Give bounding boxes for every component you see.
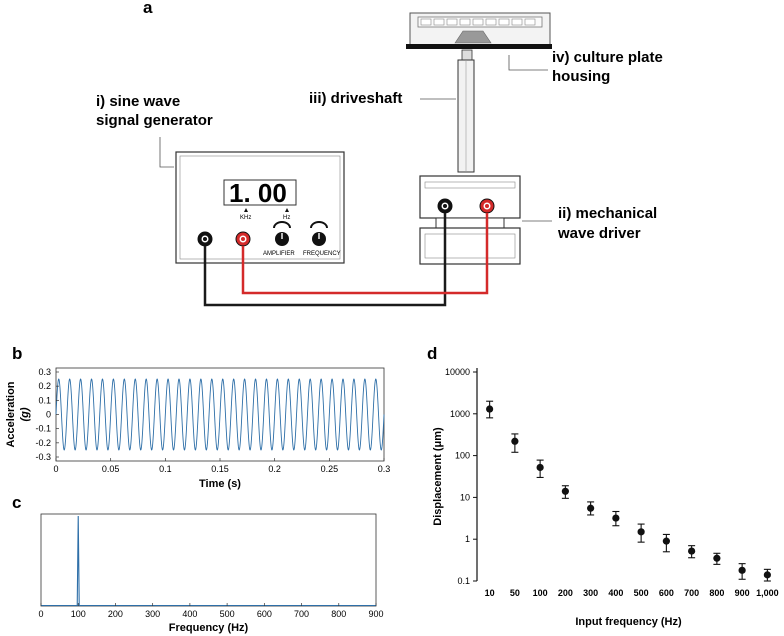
frequency-label: FREQUENCY (303, 251, 341, 257)
x-tick-label-d: 10 (485, 588, 495, 598)
panel-label-d: d (427, 344, 437, 363)
housing-label-line2: housing (552, 68, 610, 85)
x-tick-label-c: 900 (368, 609, 383, 619)
x-tick-label-b: 0 (53, 464, 58, 474)
x-tick-label-c: 800 (331, 609, 346, 619)
x-tick-label-b: 0.05 (102, 464, 120, 474)
data-point (587, 504, 595, 512)
data-point (486, 405, 494, 413)
housing-label-line1: iv) culture plate (552, 49, 663, 66)
panel-label-a: a (143, 0, 153, 17)
data-point (763, 571, 771, 579)
y-axis-label-b-line2: (g) (19, 407, 31, 421)
x-tick-label-d: 500 (634, 588, 649, 598)
acceleration-series-line (55, 378, 385, 451)
unit-khz-label: KHz (240, 215, 251, 221)
driver-red-terminal-icon (479, 198, 495, 214)
driver-black-terminal-icon (437, 198, 453, 214)
black-wire (203, 213, 447, 307)
x-tick-label-c: 300 (145, 609, 160, 619)
x-tick-label-c: 600 (257, 609, 272, 619)
y-tick-label-b: 0.1 (38, 395, 51, 405)
generator-black-terminal-icon (197, 231, 213, 247)
y-tick-label-b: -0.1 (35, 424, 51, 434)
y-tick-label-d: 1000 (450, 409, 470, 419)
x-axis-label-d: Input frequency (Hz) (575, 616, 682, 628)
x-tick-label-b: 0.3 (378, 464, 391, 474)
panel-label-c: c (12, 493, 21, 512)
y-tick-label-d: 100 (455, 451, 470, 461)
x-tick-label-c: 700 (294, 609, 309, 619)
mechanical-wave-driver (419, 175, 521, 265)
frequency-display: 1. 00 (229, 178, 287, 208)
driveshaft (457, 49, 475, 173)
y-tick-label-b: 0 (46, 410, 51, 420)
y-tick-label-b: 0.3 (38, 367, 51, 377)
spectrum-peak (76, 515, 80, 607)
chart-d-displacement: 10000 1000 100 10 1 0.1 10 50 100 200 300 400 500 600… (432, 367, 779, 628)
data-point (612, 514, 620, 522)
x-tick-label-c: 200 (108, 609, 123, 619)
hz-marker-icon (285, 208, 289, 212)
y-tick-label-d: 0.1 (457, 576, 470, 586)
data-point (561, 487, 569, 495)
x-tick-label-b: 0.15 (211, 464, 229, 474)
data-point (511, 437, 519, 445)
x-tick-label-d: 600 (659, 588, 674, 598)
data-point (536, 463, 544, 472)
data-point (738, 566, 746, 574)
data-point (637, 528, 645, 536)
x-tick-label-d: 300 (583, 588, 598, 598)
x-tick-label-d: 700 (684, 588, 699, 598)
signal-generator: 1. 00 KHz Hz AMPLIFIER FREQUENCY (175, 151, 345, 264)
x-tick-label-c: 0 (38, 609, 43, 619)
x-tick-label-d: 50 (510, 588, 520, 598)
panel-label-b: b (12, 344, 22, 363)
generator-red-terminal-icon (235, 231, 251, 247)
x-tick-label-c: 100 (71, 609, 86, 619)
data-point (688, 547, 696, 555)
y-tick-label-b: -0.3 (35, 452, 51, 462)
y-axis-label-d: Displacement (μm) (432, 427, 444, 526)
khz-marker-icon (244, 208, 248, 212)
driver-label-line1: ii) mechanical (558, 205, 657, 222)
x-tick-label-c: 400 (182, 609, 197, 619)
x-tick-label-c: 500 (220, 609, 235, 619)
culture-plate-housing (406, 12, 552, 49)
unit-hz-label: Hz (283, 215, 290, 221)
y-tick-label-b: 0.2 (38, 381, 51, 391)
y-tick-label-d: 10000 (445, 367, 470, 377)
x-tick-label-d: 900 (735, 588, 750, 598)
y-axis-label-b-line1: Acceleration (5, 381, 17, 447)
data-point (713, 554, 721, 562)
x-tick-label-d: 800 (709, 588, 724, 598)
red-wire (241, 213, 489, 295)
amplifier-knob-icon (273, 221, 291, 246)
housing-leader (508, 55, 548, 71)
x-tick-label-d: 1,000 (756, 588, 779, 598)
x-tick-label-b: 0.2 (268, 464, 281, 474)
y-tick-label-d: 10 (460, 492, 470, 502)
amplifier-label: AMPLIFIER (263, 251, 295, 257)
generator-leader (159, 137, 174, 168)
x-axis-label-b: Time (s) (199, 478, 241, 490)
y-tick-label-b: -0.2 (35, 438, 51, 448)
x-tick-label-b: 0.25 (321, 464, 339, 474)
generator-label-line2: signal generator (96, 112, 213, 129)
y-tick-label-d: 1 (465, 534, 470, 544)
frequency-knob-icon (310, 221, 328, 246)
x-tick-label-d: 200 (558, 588, 573, 598)
x-tick-label-d: 100 (533, 588, 548, 598)
data-point (662, 537, 670, 545)
driver-label-line2: wave driver (557, 225, 641, 242)
x-tick-label-b: 0.1 (159, 464, 172, 474)
generator-label-line1: i) sine wave (96, 93, 180, 110)
chart-b-acceleration: 0 0.05 0.1 0.15 0.2 0.25 0.3 0.3 0.2 0.1 0 -0.1 -0.2… (5, 367, 390, 490)
x-axis-label-c: Frequency (Hz) (169, 622, 249, 634)
x-tick-label-d: 400 (608, 588, 623, 598)
plot-frame-c (40, 513, 377, 607)
driveshaft-label: iii) driveshaft (309, 90, 402, 107)
